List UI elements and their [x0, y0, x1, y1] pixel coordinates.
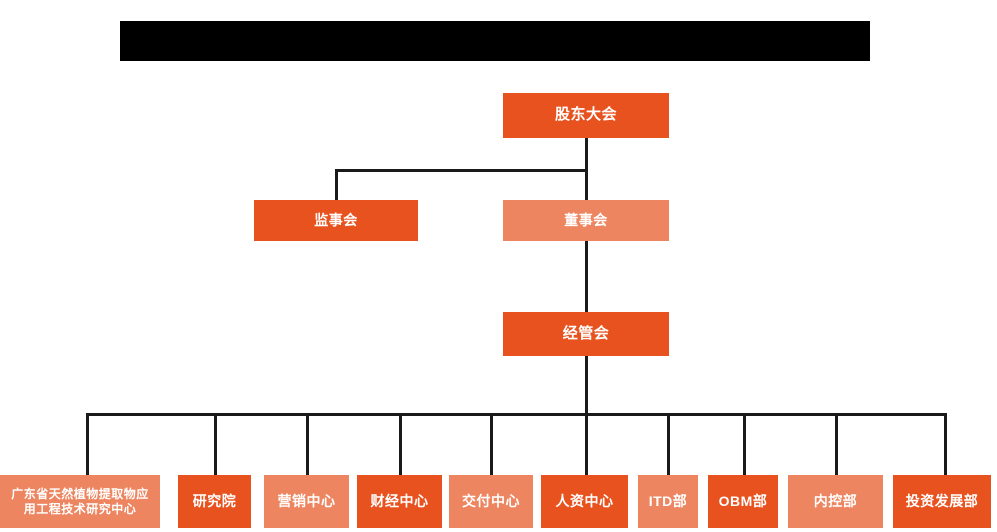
connector-drop-hr: [585, 413, 588, 475]
node-directors-label: 董事会: [564, 211, 608, 228]
node-investment[interactable]: 投资发展部: [893, 475, 991, 528]
connector-directors-drop: [585, 169, 588, 201]
connector-drop-itd: [667, 413, 670, 475]
connector-drop-finance: [399, 413, 402, 475]
node-investment-label: 投资发展部: [905, 492, 979, 509]
connector-level4-bus: [86, 413, 946, 416]
node-directors[interactable]: 董事会: [503, 200, 669, 241]
connector-drop-research: [214, 413, 217, 475]
connector-drop-internal: [835, 413, 838, 475]
node-obm-label: OBM部: [718, 492, 768, 509]
node-finance[interactable]: 财经中心: [357, 475, 442, 528]
node-delivery-label: 交付中心: [462, 492, 520, 509]
redacted-title-bar: [120, 21, 870, 61]
connector-drop-gd-center: [86, 413, 89, 475]
connector-shareholders-down: [585, 138, 588, 171]
connector-supervisors-drop: [335, 169, 338, 201]
node-hr-label: 人资中心: [555, 492, 614, 509]
node-internal[interactable]: 内控部: [788, 475, 883, 528]
connector-level2-bus: [335, 169, 588, 172]
node-finance-label: 财经中心: [370, 492, 429, 509]
node-supervisors-label: 监事会: [314, 211, 358, 228]
node-marketing[interactable]: 营销中心: [264, 475, 349, 528]
node-itd-label: ITD部: [648, 492, 688, 509]
node-gd-center-label: 广东省天然植物提取物应 用工程技术研究中心: [11, 486, 149, 516]
node-research[interactable]: 研究院: [178, 475, 251, 528]
node-itd[interactable]: ITD部: [638, 475, 698, 528]
connector-management-down: [585, 356, 588, 416]
node-shareholders[interactable]: 股东大会: [503, 93, 669, 138]
node-gd-center[interactable]: 广东省天然植物提取物应 用工程技术研究中心: [0, 475, 160, 528]
connector-drop-marketing: [306, 413, 309, 475]
node-management[interactable]: 经管会: [503, 312, 669, 356]
node-management-label: 经管会: [562, 324, 610, 342]
node-internal-label: 内控部: [813, 492, 858, 509]
connector-directors-to-management: [585, 240, 588, 312]
node-obm[interactable]: OBM部: [708, 475, 778, 528]
connector-drop-delivery: [490, 413, 493, 475]
node-hr[interactable]: 人资中心: [541, 475, 628, 528]
node-research-label: 研究院: [192, 492, 237, 509]
node-marketing-label: 营销中心: [277, 492, 336, 509]
node-supervisors[interactable]: 监事会: [254, 200, 418, 241]
connector-drop-investment: [944, 413, 947, 475]
node-shareholders-label: 股东大会: [554, 106, 617, 124]
node-delivery[interactable]: 交付中心: [449, 475, 533, 528]
connector-drop-obm: [743, 413, 746, 475]
